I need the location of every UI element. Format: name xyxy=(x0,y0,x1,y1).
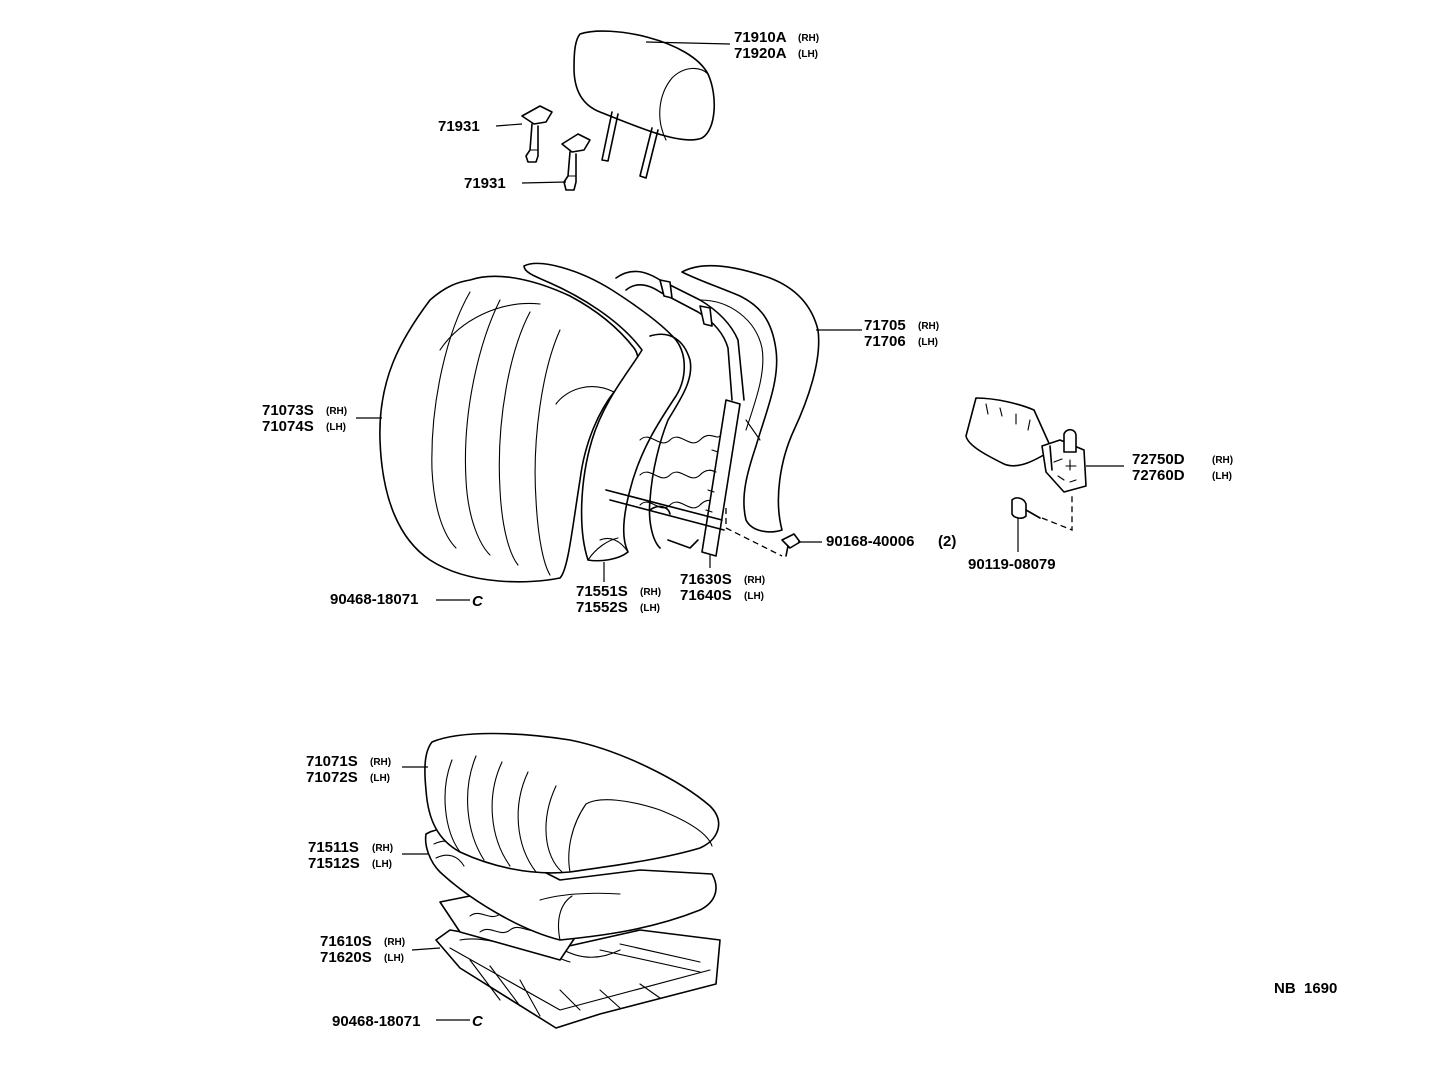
svg-text:(LH): (LH) xyxy=(326,422,346,433)
svg-text:(RH): (RH) xyxy=(370,757,391,768)
svg-text:(RH): (RH) xyxy=(372,843,393,854)
svg-text:(LH): (LH) xyxy=(384,953,404,964)
svg-text:71910A: 71910A xyxy=(734,29,787,46)
svg-text:90168-40006: 90168-40006 xyxy=(826,533,914,550)
headrest-drawing xyxy=(573,30,716,179)
svg-text:71551S: 71551S xyxy=(576,583,628,600)
svg-text:71630S: 71630S xyxy=(680,571,732,588)
svg-text:(LH): (LH) xyxy=(798,49,818,60)
svg-text:(RH): (RH) xyxy=(798,33,819,44)
svg-text:(RH): (RH) xyxy=(918,321,939,332)
svg-text:71640S: 71640S xyxy=(680,587,732,604)
svg-text:(LH): (LH) xyxy=(744,591,764,602)
label-recliner: 72750D (RH) 72760D (LH) xyxy=(1132,451,1233,484)
svg-text:71512S: 71512S xyxy=(308,855,360,872)
bolt-90119-drawing xyxy=(1011,497,1041,519)
svg-text:71073S: 71073S xyxy=(262,402,314,419)
leader-lines xyxy=(356,41,1124,1021)
svg-text:(LH): (LH) xyxy=(370,773,390,784)
recliner-dash-line xyxy=(1041,494,1073,531)
label-hog-ring-back: 90468-18071 C xyxy=(330,591,484,610)
label-cushion-pad: 71511S (RH) 71512S (LH) xyxy=(308,839,393,872)
svg-text:(RH): (RH) xyxy=(384,937,405,948)
label-seatback-cover: 71073S (RH) 71074S (LH) xyxy=(262,402,347,435)
label-cushion-frame: 71610S (RH) 71620S (LH) xyxy=(320,933,405,966)
svg-text:(RH): (RH) xyxy=(326,406,347,417)
svg-text:90468-18071: 90468-18071 xyxy=(332,1013,420,1030)
cushion-cover-drawing xyxy=(424,732,720,874)
svg-text:71931: 71931 xyxy=(464,175,506,192)
svg-text:72750D: 72750D xyxy=(1132,451,1185,468)
svg-text:(2): (2) xyxy=(938,533,956,550)
label-headrest: 71910A (RH) 71920A (LH) xyxy=(734,29,819,62)
svg-text:(RH): (RH) xyxy=(1212,455,1233,466)
label-seatback-board: 71705 (RH) 71706 (LH) xyxy=(864,317,939,350)
seatback-board-drawing xyxy=(681,264,820,533)
svg-text:(RH): (RH) xyxy=(640,587,661,598)
svg-text:C: C xyxy=(472,1013,484,1030)
svg-text:71552S: 71552S xyxy=(576,599,628,616)
svg-text:(LH): (LH) xyxy=(1212,471,1232,482)
svg-text:71706: 71706 xyxy=(864,333,906,350)
label-hog-ring-cushion: 90468-18071 C xyxy=(332,1013,484,1030)
label-cushion-cover: 71071S (RH) 71072S (LH) xyxy=(306,753,391,786)
seatback-cover-drawing xyxy=(379,275,639,583)
svg-text:(RH): (RH) xyxy=(744,575,765,586)
svg-text:(LH): (LH) xyxy=(372,859,392,870)
svg-text:71931: 71931 xyxy=(438,118,480,135)
svg-text:C: C xyxy=(472,593,484,610)
label-headrest-guide-2: 71931 xyxy=(464,175,506,192)
recliner-drawing xyxy=(965,397,1087,493)
svg-text:71074S: 71074S xyxy=(262,418,314,435)
svg-text:71620S: 71620S xyxy=(320,949,372,966)
svg-text:71511S: 71511S xyxy=(308,839,359,856)
svg-text:71920A: 71920A xyxy=(734,45,787,62)
reference-code: NB 1690 xyxy=(1274,980,1337,997)
label-seatback-frame: 71630S (RH) 71640S (LH) xyxy=(680,571,765,604)
svg-text:90119-08079: 90119-08079 xyxy=(968,556,1056,573)
label-bolt-90119: 90119-08079 xyxy=(968,556,1056,573)
back-dash-line xyxy=(725,508,783,557)
label-seatback-pad: 71551S (RH) 71552S (LH) xyxy=(576,583,661,616)
headrest-guide-2-drawing xyxy=(561,133,591,191)
svg-text:71072S: 71072S xyxy=(306,769,358,786)
svg-text:(LH): (LH) xyxy=(640,603,660,614)
screw-90168-drawing xyxy=(781,533,801,557)
svg-text:71071S: 71071S xyxy=(306,753,358,770)
svg-text:71610S: 71610S xyxy=(320,933,372,950)
svg-text:90468-18071: 90468-18071 xyxy=(330,591,418,608)
svg-text:72760D: 72760D xyxy=(1132,467,1185,484)
headrest-guide-1-drawing xyxy=(521,105,553,163)
label-screw-90168: 90168-40006 (2) xyxy=(826,533,956,550)
svg-text:71705: 71705 xyxy=(864,317,906,334)
label-headrest-guide-1: 71931 xyxy=(438,118,480,135)
svg-text:(LH): (LH) xyxy=(918,337,938,348)
seatback-pad-drawing xyxy=(523,262,686,562)
